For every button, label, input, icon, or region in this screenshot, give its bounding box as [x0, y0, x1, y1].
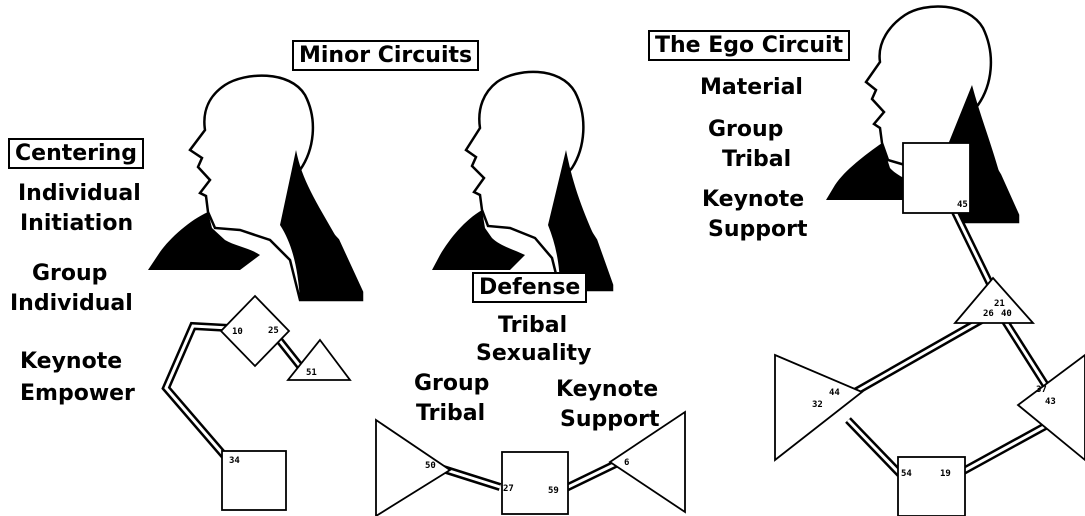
defense-left-1: Group: [414, 371, 490, 396]
gate-25: 25: [268, 326, 279, 336]
centering-line-5: Keynote: [20, 349, 123, 374]
heart-triangle: [953, 276, 1036, 324]
ego-line-3: Tribal: [722, 147, 792, 172]
gate-37: 37: [1036, 385, 1047, 395]
sacral-square-1: [221, 450, 287, 511]
head-silhouette-2: [432, 70, 614, 292]
centering-channels: [161, 321, 307, 463]
gate-6: 6: [624, 458, 629, 468]
centering-line-6: Empower: [20, 381, 135, 406]
ego-channels: [845, 210, 1062, 478]
spleen-triangle-ego: [774, 353, 864, 462]
spleen-triangle-small: [286, 338, 352, 381]
defense-title: Defense: [472, 272, 588, 303]
gate-50: 50: [425, 461, 436, 471]
defense-left-2: Tribal: [416, 401, 486, 426]
ego-line-1: Material: [700, 75, 803, 100]
centering-title: Centering: [8, 138, 144, 169]
defense-line-2: Sexuality: [476, 341, 592, 366]
ego-line-2: Group: [708, 117, 784, 142]
minor-circuits-title: Minor Circuits: [292, 40, 480, 71]
g-centre-diamond: [219, 294, 291, 368]
centering-line-2: Initiation: [20, 211, 134, 236]
defense-right-2: Support: [560, 407, 660, 432]
solar-plexus-triangle-right: [608, 410, 686, 514]
sacral-square-2: [501, 451, 569, 515]
gate-26: 26: [983, 309, 994, 319]
spleen-triangle-left: [375, 418, 452, 516]
gate-43: 43: [1045, 397, 1056, 407]
solar-plexus-triangle-ego: [1016, 353, 1085, 462]
ego-circuit-title: The Ego Circuit: [648, 30, 851, 61]
defense-centres: [375, 410, 686, 516]
throat-square: [902, 142, 971, 214]
head-silhouette-1: [148, 74, 364, 302]
defense-right-1: Keynote: [556, 377, 659, 402]
centering-line-1: Individual: [18, 181, 141, 206]
gate-19: 19: [940, 469, 951, 479]
gate-40: 40: [1001, 309, 1012, 319]
gate-54: 54: [901, 469, 912, 479]
gate-21: 21: [994, 299, 1005, 309]
ego-centres: [774, 142, 1085, 516]
gate-45: 45: [957, 200, 968, 210]
gate-32: 32: [812, 400, 823, 410]
centering-line-4: Individual: [10, 291, 133, 316]
gate-34: 34: [229, 456, 240, 466]
gate-59: 59: [548, 486, 559, 496]
ego-line-5: Support: [708, 217, 808, 242]
gate-10: 10: [232, 327, 243, 337]
ego-line-4: Keynote: [702, 187, 805, 212]
gate-51: 51: [306, 368, 317, 378]
centering-line-3: Group: [32, 261, 108, 286]
root-square: [897, 456, 966, 516]
gate-27: 27: [503, 484, 514, 494]
defense-line-1: Tribal: [498, 313, 568, 338]
centering-centres: [219, 294, 352, 511]
gate-44: 44: [829, 388, 840, 398]
